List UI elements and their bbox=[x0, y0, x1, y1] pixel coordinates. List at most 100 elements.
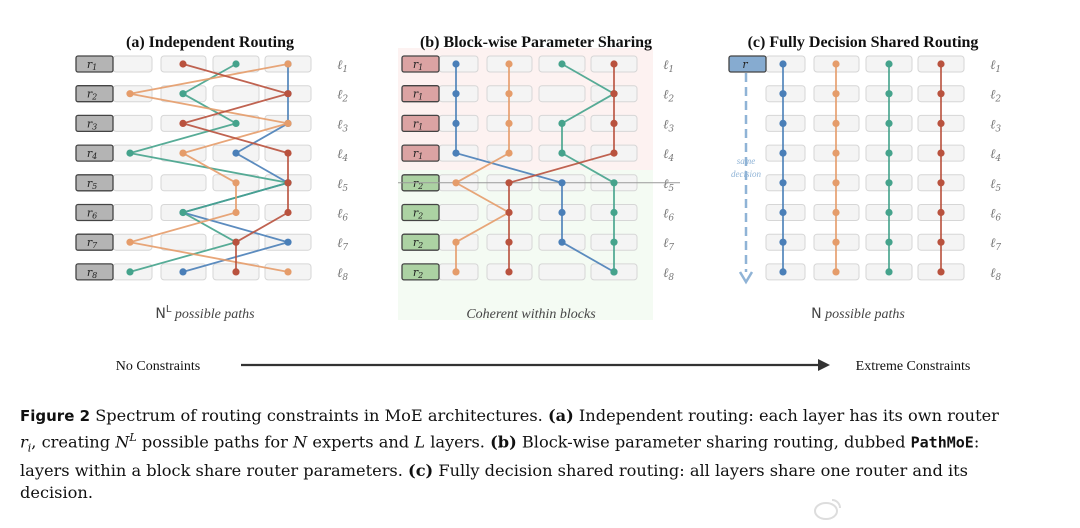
layer-label: ℓ5 bbox=[663, 177, 674, 194]
router-symbol: r bbox=[413, 147, 419, 160]
expert-dot bbox=[452, 60, 460, 68]
expert-dot bbox=[610, 238, 618, 246]
caption-main: N bbox=[811, 306, 821, 322]
router-box bbox=[75, 263, 114, 281]
router-box bbox=[728, 55, 767, 73]
expert-dot bbox=[937, 179, 945, 187]
router-symbol: r bbox=[87, 207, 93, 220]
panel-caption: NL possible paths bbox=[155, 304, 255, 322]
layer-label: ℓ2 bbox=[663, 88, 674, 105]
caption-rest: possible paths bbox=[822, 307, 906, 322]
layer-index: 4 bbox=[341, 154, 348, 164]
layer-label: ℓ6 bbox=[663, 207, 674, 224]
router-symbol: r bbox=[87, 266, 93, 279]
layer-index: 3 bbox=[668, 124, 674, 134]
expert-dot bbox=[558, 208, 566, 217]
router-index: 2 bbox=[417, 271, 423, 280]
caption-main: N bbox=[155, 306, 165, 322]
layer-label: ℓ4 bbox=[337, 147, 348, 164]
router-symbol: r bbox=[87, 117, 93, 130]
expert-dot bbox=[779, 179, 787, 187]
caption-text: Independent routing: each layer has its … bbox=[573, 406, 999, 425]
router-symbol: r bbox=[742, 58, 748, 71]
caption-line-3: layers within a block share router param… bbox=[20, 460, 1080, 482]
expert-dot bbox=[885, 149, 893, 157]
expert-dot bbox=[937, 238, 945, 246]
arrow-down-icon bbox=[738, 271, 754, 285]
router-box bbox=[75, 144, 114, 162]
expert-dot bbox=[610, 60, 618, 68]
expert-dot bbox=[832, 238, 840, 246]
router-index: 4 bbox=[91, 152, 97, 161]
caption-text: Block-wise parameter sharing routing, du… bbox=[516, 432, 911, 452]
layer-index: 7 bbox=[668, 243, 674, 253]
expert-dot bbox=[832, 149, 840, 157]
figure-label: Figure 2 bbox=[20, 407, 91, 425]
layer-index: 7 bbox=[995, 243, 1001, 253]
expert-dot bbox=[452, 119, 460, 127]
expert-dot bbox=[232, 60, 240, 68]
router-label: r6 bbox=[87, 207, 97, 221]
router-box bbox=[401, 233, 440, 251]
router-label: r3 bbox=[87, 117, 97, 131]
expert-dot bbox=[126, 238, 134, 246]
router-box bbox=[75, 55, 114, 73]
layer-index: 8 bbox=[995, 273, 1001, 283]
router-label: r2 bbox=[413, 207, 423, 221]
expert-dot bbox=[937, 149, 945, 157]
expert-dot bbox=[179, 208, 187, 217]
expert-dot bbox=[232, 268, 240, 276]
constraint-spectrum: No Constraints Extreme Constraints bbox=[116, 359, 970, 374]
layer-label: ℓ3 bbox=[990, 117, 1001, 134]
expert-dot bbox=[610, 268, 618, 276]
expert-dot bbox=[885, 179, 893, 187]
expert-cell bbox=[160, 174, 207, 192]
layer-label: ℓ2 bbox=[990, 88, 1001, 105]
layer-symbol: ℓ bbox=[990, 117, 996, 132]
math-r: r bbox=[20, 432, 28, 452]
layer-label: ℓ1 bbox=[663, 58, 674, 75]
caption-text: layers within a block share router param… bbox=[20, 460, 409, 480]
layer-symbol: ℓ bbox=[990, 147, 996, 162]
router-box bbox=[75, 203, 114, 222]
layer-index: 3 bbox=[342, 124, 348, 134]
expert-dot bbox=[452, 90, 460, 98]
layer-index: 5 bbox=[995, 184, 1001, 194]
layer-index: 4 bbox=[667, 154, 674, 164]
layer-label: ℓ7 bbox=[337, 236, 348, 253]
expert-dot bbox=[558, 179, 566, 187]
expert-dot bbox=[885, 208, 893, 217]
layer-label: ℓ4 bbox=[663, 147, 674, 164]
expert-dot bbox=[779, 268, 787, 276]
layer-symbol: ℓ bbox=[663, 147, 669, 162]
router-box bbox=[401, 55, 440, 73]
layer-symbol: ℓ bbox=[337, 207, 343, 222]
expert-dot bbox=[610, 179, 618, 187]
expert-dot bbox=[179, 119, 187, 127]
expert-dot bbox=[452, 179, 460, 187]
expert-dot bbox=[937, 60, 945, 68]
expert-dot bbox=[885, 60, 893, 68]
layer-index: 2 bbox=[667, 95, 674, 105]
expert-dot bbox=[885, 268, 893, 276]
layer-label: ℓ8 bbox=[663, 266, 674, 283]
caption-line-2: ri, creating NL possible paths for N exp… bbox=[20, 427, 1080, 460]
layer-symbol: ℓ bbox=[663, 88, 669, 103]
expert-dot bbox=[284, 90, 292, 98]
expert-dot bbox=[284, 268, 292, 276]
expert-dot bbox=[284, 60, 292, 68]
layer-symbol: ℓ bbox=[990, 58, 996, 73]
router-index: 1 bbox=[418, 63, 423, 72]
router-index: 2 bbox=[417, 241, 423, 250]
math-N: N bbox=[293, 432, 308, 452]
layer-label: ℓ3 bbox=[663, 117, 674, 134]
router-label: r8 bbox=[87, 266, 97, 280]
panel-b: (b) Block-wise Parameter Sharingℓ1ℓ2ℓ3ℓ4… bbox=[398, 34, 680, 322]
layer-symbol: ℓ bbox=[337, 88, 343, 103]
router-symbol: r bbox=[87, 236, 93, 249]
router-label: r1 bbox=[413, 58, 423, 72]
router-label: r1 bbox=[413, 117, 423, 131]
router-symbol: r bbox=[413, 88, 419, 101]
expert-dot bbox=[885, 119, 893, 127]
routing-path-teal bbox=[561, 63, 616, 272]
